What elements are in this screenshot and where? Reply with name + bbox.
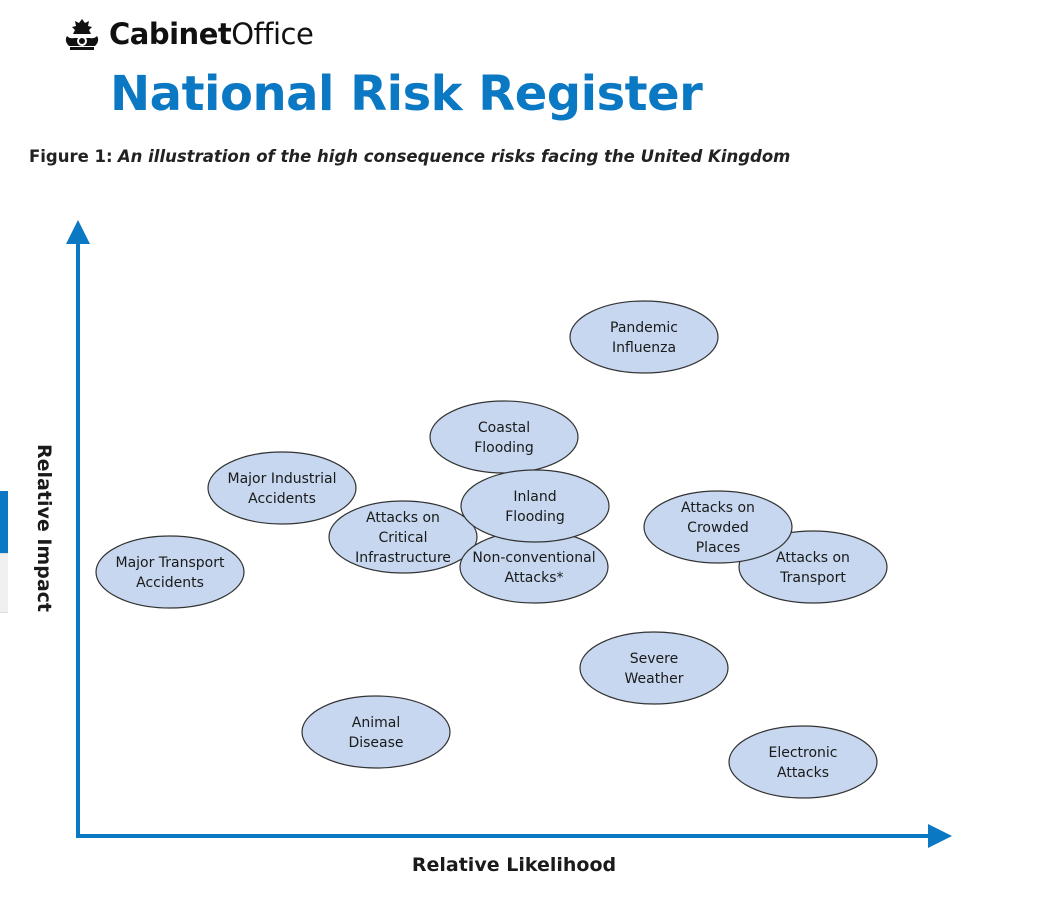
risk-label-line: Animal — [352, 715, 400, 731]
x-axis-label: Relative Likelihood — [412, 854, 616, 876]
left-edge-tab-lower — [0, 553, 8, 613]
risk-label-line: Attacks* — [505, 570, 564, 586]
risk-label-line: Pandemic — [610, 320, 678, 336]
risk-label-line: Non-conventional — [472, 550, 595, 566]
risk-label-line: Infrastructure — [355, 550, 451, 566]
risk-ellipse — [643, 490, 793, 564]
risk-label-line: Weather — [625, 671, 684, 687]
risk-label-line: Major Industrial — [228, 471, 337, 487]
risk-label-line: Flooding — [505, 509, 565, 525]
figure-caption-text: An illustration of the high consequence … — [117, 147, 791, 166]
brand-name: CabinetOffice — [109, 17, 314, 51]
risk-label-line: Disease — [348, 735, 403, 751]
y-axis-label: Relative Impact — [33, 444, 55, 612]
risk-label-line: Accidents — [136, 575, 204, 591]
risk-ellipse — [328, 500, 478, 574]
risk-ellipse — [95, 535, 245, 609]
risk-label-line: Influenza — [612, 340, 676, 356]
risk-label-line: Accidents — [248, 491, 316, 507]
left-edge-tab[interactable] — [0, 491, 8, 553]
risk-label-line: Coastal — [478, 420, 530, 436]
risk-label-line: Attacks on — [366, 510, 440, 526]
risk-ellipse — [429, 400, 579, 474]
risk-label-line: Severe — [630, 651, 678, 667]
brand-name-bold: Cabinet — [109, 17, 232, 51]
risk-label-line: Transport — [779, 570, 846, 586]
x-axis-arrowhead — [928, 824, 952, 848]
risk-ellipse — [301, 695, 451, 769]
brand-name-light: Office — [231, 17, 314, 51]
risk-label-line: Attacks — [777, 765, 829, 781]
axes — [66, 220, 952, 848]
cabinet-office-logo: CabinetOffice — [63, 14, 314, 54]
risk-label-line: Electronic — [768, 745, 837, 761]
y-axis-arrowhead — [66, 220, 90, 244]
royal-crest-icon — [65, 19, 99, 50]
risk-label-line: Inland — [513, 489, 556, 505]
risk-ellipse — [207, 451, 357, 525]
risk-label-line: Attacks on — [681, 500, 755, 516]
risk-label-line: Places — [696, 540, 741, 556]
risk-ellipse — [728, 725, 878, 799]
risk-label-line: Attacks on — [776, 550, 850, 566]
risk-label-line: Critical — [379, 530, 428, 546]
risk-ellipse — [579, 631, 729, 705]
figure-label: Figure 1: — [29, 147, 113, 166]
risk-label-line: Major Transport — [115, 555, 225, 571]
risk-ellipse — [460, 469, 610, 543]
risk-ellipse — [569, 300, 719, 374]
page-title: National Risk Register — [110, 66, 703, 122]
figure-caption: Figure 1: An illustration of the high co… — [29, 147, 790, 166]
risk-label-line: Flooding — [474, 440, 534, 456]
risk-label-line: Crowded — [687, 520, 749, 536]
